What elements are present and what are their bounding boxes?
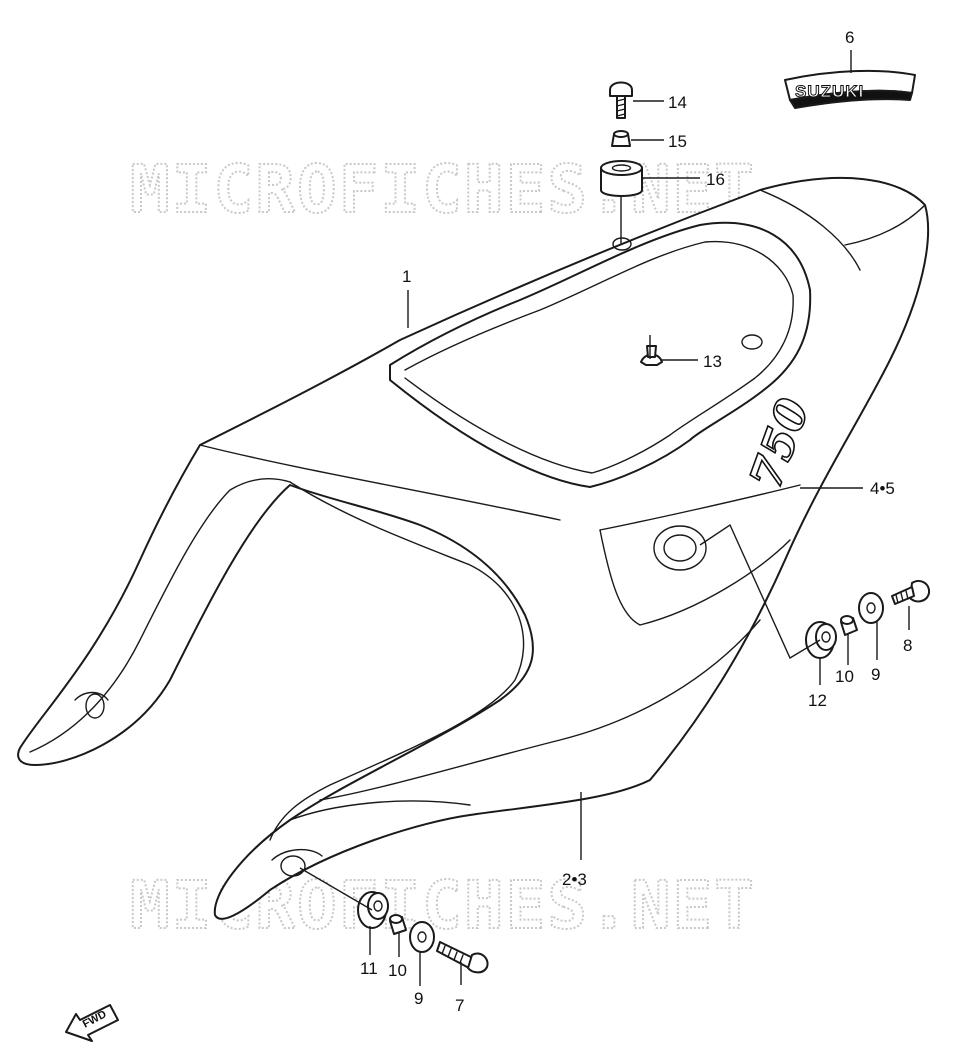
grommet-12 [805, 621, 837, 659]
callout-4-5: 4•5 [870, 479, 895, 498]
callout-12: 12 [808, 691, 827, 710]
bolt-8 [891, 580, 931, 605]
washer-9-right [858, 592, 884, 624]
emblem-text: SUZUKI [795, 82, 864, 101]
suzuki-emblem: SUZUKI [784, 69, 916, 109]
bolt-7 [436, 941, 489, 974]
callout-6: 6 [845, 28, 854, 47]
callout-9-right: 9 [871, 665, 880, 684]
nut-15 [611, 130, 631, 147]
fwd-arrow: FWD [65, 1004, 119, 1042]
callout-9-left: 9 [414, 989, 423, 1008]
collar-10-right [840, 615, 858, 636]
callout-13: 13 [703, 352, 722, 371]
collar-10-left [389, 914, 407, 935]
callout-15: 15 [668, 132, 687, 151]
callout-10-left: 10 [388, 961, 407, 980]
callout-14: 14 [668, 93, 687, 112]
cushion-16 [600, 160, 643, 197]
callout-2-3: 2•3 [562, 870, 587, 889]
watermark-top: MICROFICHES.NET [130, 151, 756, 228]
clip-13 [640, 345, 663, 366]
callout-10-right: 10 [835, 667, 854, 686]
washer-9-left [409, 921, 435, 953]
callout-7: 7 [455, 996, 464, 1015]
seat-tail-cover: 750 [17, 176, 930, 920]
leader-lines [299, 50, 910, 986]
callout-11: 11 [360, 959, 378, 978]
callout-16: 16 [706, 170, 725, 189]
screw-14 [609, 81, 633, 119]
callout-8: 8 [903, 636, 912, 655]
callout-1: 1 [402, 267, 411, 286]
